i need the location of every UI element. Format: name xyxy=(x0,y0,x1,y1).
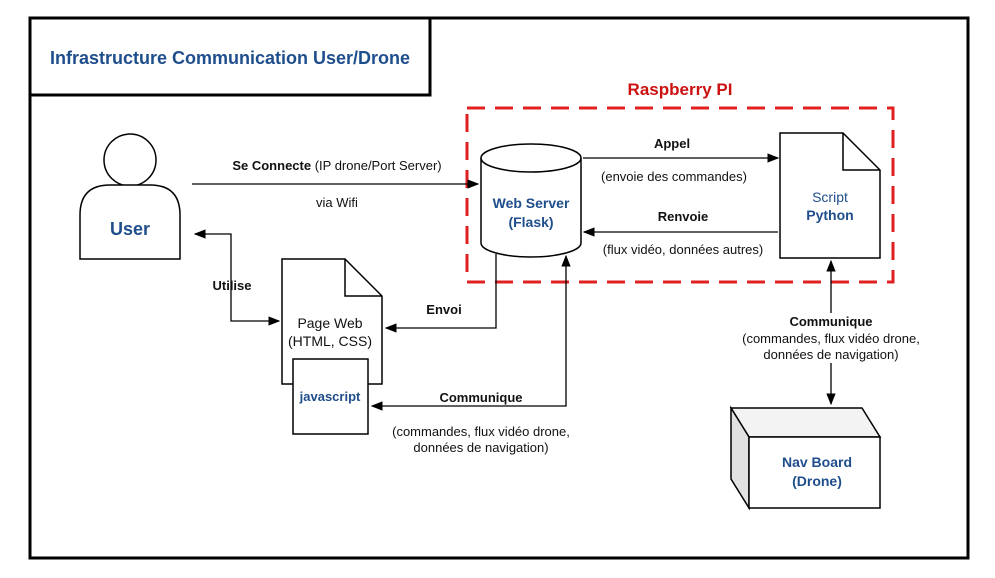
edge-connect-label: Se Connecte (IP drone/Port Server) xyxy=(232,158,441,173)
edge-communique-js-sublabel-1: (commandes, flux vidéo drone, xyxy=(392,424,570,439)
edge-utilise: Utilise xyxy=(193,229,281,326)
user-body-shape xyxy=(79,184,181,260)
page-web-node: Page Web (HTML, CSS) xyxy=(281,258,383,385)
edge-communique-js: Communique (commandes, flux vidéo drone,… xyxy=(370,254,571,455)
edge-communique-nav-label: Communique xyxy=(789,314,872,329)
raspberry-pi-boundary xyxy=(465,106,895,284)
javascript-label: javascript xyxy=(299,389,361,404)
page-web-label-1: Page Web xyxy=(297,315,362,331)
nav-board-node: Nav Board (Drone) xyxy=(729,405,882,511)
javascript-node: javascript xyxy=(292,358,369,435)
page-web-label-2: (HTML, CSS) xyxy=(288,333,372,349)
edge-appel-label: Appel xyxy=(654,136,690,151)
raspberry-pi-group: Raspberry PI xyxy=(465,80,895,284)
edge-renvoie-sublabel: (flux vidéo, données autres) xyxy=(603,242,763,257)
diagram-title: Infrastructure Communication User/Drone xyxy=(50,48,410,68)
edge-communique-js-sublabel-2: données de navigation) xyxy=(413,440,548,455)
raspberry-pi-label: Raspberry PI xyxy=(628,80,733,99)
edge-renvoie-label: Renvoie xyxy=(658,209,709,224)
edge-renvoie: Renvoie (flux vidéo, données autres) xyxy=(582,209,778,257)
web-server-label-1: Web Server xyxy=(493,195,570,211)
edge-communique-js-label: Communique xyxy=(439,390,522,405)
nav-board-label-2: (Drone) xyxy=(792,473,842,489)
edge-connect: Se Connecte (IP drone/Port Server) via W… xyxy=(192,158,480,210)
user-head-shape xyxy=(103,133,157,187)
title-box: Infrastructure Communication User/Drone xyxy=(28,16,432,97)
edge-communique-nav: Communique (commandes, flux vidéo drone,… xyxy=(732,259,930,406)
edge-communique-nav-sublabel-1: (commandes, flux vidéo drone, xyxy=(742,331,920,346)
edge-appel-sublabel: (envoie des commandes) xyxy=(601,169,747,184)
script-label-2: Python xyxy=(806,207,853,223)
web-server-node: Web Server (Flask) xyxy=(480,143,582,258)
edge-connect-sublabel: via Wifi xyxy=(316,195,358,210)
user-label: User xyxy=(110,219,150,239)
user-node: User xyxy=(79,133,181,260)
script-python-node: Script Python xyxy=(779,132,881,259)
web-server-label-2: (Flask) xyxy=(508,214,553,230)
edge-envoi-label: Envoi xyxy=(426,302,461,317)
nav-board-label-1: Nav Board xyxy=(782,454,852,470)
script-label-1: Script xyxy=(812,189,848,205)
edge-appel: Appel (envoie des commandes) xyxy=(583,136,780,184)
edge-communique-nav-sublabel-2: données de navigation) xyxy=(763,347,898,362)
edge-utilise-label: Utilise xyxy=(212,278,251,293)
